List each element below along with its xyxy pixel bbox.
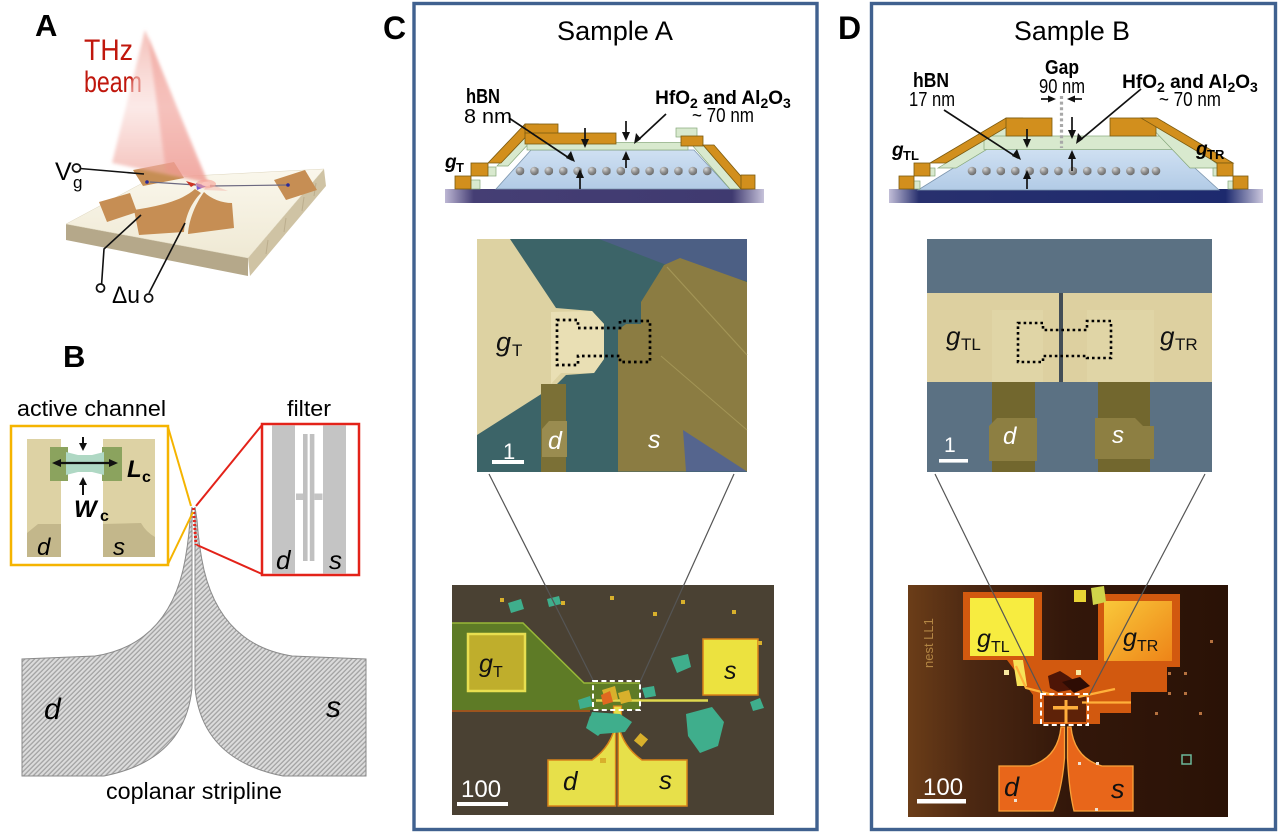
- svg-text:g: g: [1123, 624, 1137, 652]
- svg-text:TL: TL: [903, 148, 919, 163]
- svg-text:s: s: [1112, 422, 1124, 449]
- svg-text:g: g: [496, 327, 511, 357]
- svg-text:17 nm: 17 nm: [909, 89, 955, 111]
- svg-text:Sample A: Sample A: [557, 16, 673, 46]
- svg-text:V: V: [55, 158, 72, 186]
- svg-text:L: L: [127, 456, 142, 483]
- svg-text:100: 100: [923, 774, 963, 801]
- svg-text:s: s: [1111, 774, 1125, 804]
- svg-text:hBN: hBN: [913, 70, 949, 92]
- svg-text:s: s: [329, 545, 342, 575]
- svg-text:~ 70 nm: ~ 70 nm: [1159, 89, 1221, 111]
- svg-text:HfO2 and Al2O3: HfO2 and Al2O3: [1122, 72, 1258, 95]
- svg-text:g: g: [73, 173, 82, 192]
- svg-text:s: s: [326, 691, 341, 724]
- svg-text:d: d: [44, 693, 62, 726]
- svg-text:g: g: [479, 650, 493, 678]
- svg-text:d: d: [1004, 772, 1020, 802]
- svg-text:TL: TL: [991, 639, 1010, 656]
- svg-text:C: C: [383, 10, 406, 46]
- svg-text:g: g: [1195, 139, 1208, 160]
- svg-text:s: s: [659, 765, 672, 795]
- svg-text:TR: TR: [1137, 638, 1158, 655]
- svg-text:coplanar stripline: coplanar stripline: [106, 778, 282, 804]
- svg-text:nest LL1: nest LL1: [921, 618, 936, 668]
- svg-text:T: T: [456, 160, 464, 175]
- svg-text:g: g: [977, 625, 991, 653]
- svg-text:~ 70 nm: ~ 70 nm: [692, 105, 754, 127]
- svg-text:HfO2 and Al2O3: HfO2 and Al2O3: [655, 88, 791, 111]
- svg-text:THz: THz: [84, 34, 133, 67]
- svg-text:d: d: [1003, 423, 1017, 450]
- svg-text:D: D: [838, 10, 861, 46]
- svg-text:c: c: [100, 508, 109, 525]
- svg-text:Sample B: Sample B: [1014, 16, 1130, 46]
- svg-text:c: c: [142, 469, 151, 486]
- svg-text:TR: TR: [1207, 147, 1225, 162]
- svg-text:d: d: [276, 545, 292, 575]
- svg-text:g: g: [444, 152, 457, 173]
- svg-text:s: s: [724, 657, 737, 685]
- svg-text:hBN: hBN: [466, 86, 500, 108]
- svg-text:T: T: [493, 664, 503, 681]
- svg-text:Gap: Gap: [1045, 57, 1079, 79]
- svg-text:d: d: [563, 766, 579, 796]
- svg-text:B: B: [63, 339, 85, 374]
- svg-text:TR: TR: [1175, 335, 1198, 354]
- svg-text:100: 100: [461, 776, 501, 803]
- svg-text:Δu: Δu: [112, 282, 140, 309]
- svg-text:90 nm: 90 nm: [1039, 76, 1085, 98]
- svg-text:d: d: [548, 427, 563, 455]
- svg-text:d: d: [37, 534, 51, 561]
- svg-text:1: 1: [503, 439, 515, 464]
- svg-text:g: g: [891, 140, 904, 161]
- svg-text:s: s: [648, 426, 661, 454]
- svg-text:T: T: [512, 341, 522, 360]
- svg-text:A: A: [35, 8, 57, 43]
- svg-text:filter: filter: [287, 396, 331, 421]
- svg-text:active channel: active channel: [17, 396, 166, 421]
- svg-text:1: 1: [944, 434, 956, 457]
- svg-text:g: g: [1160, 321, 1175, 351]
- svg-text:W: W: [74, 496, 99, 523]
- svg-text:s: s: [113, 534, 125, 561]
- svg-text:TL: TL: [961, 335, 981, 354]
- svg-text:8 nm: 8 nm: [464, 106, 512, 128]
- svg-text:g: g: [946, 321, 961, 351]
